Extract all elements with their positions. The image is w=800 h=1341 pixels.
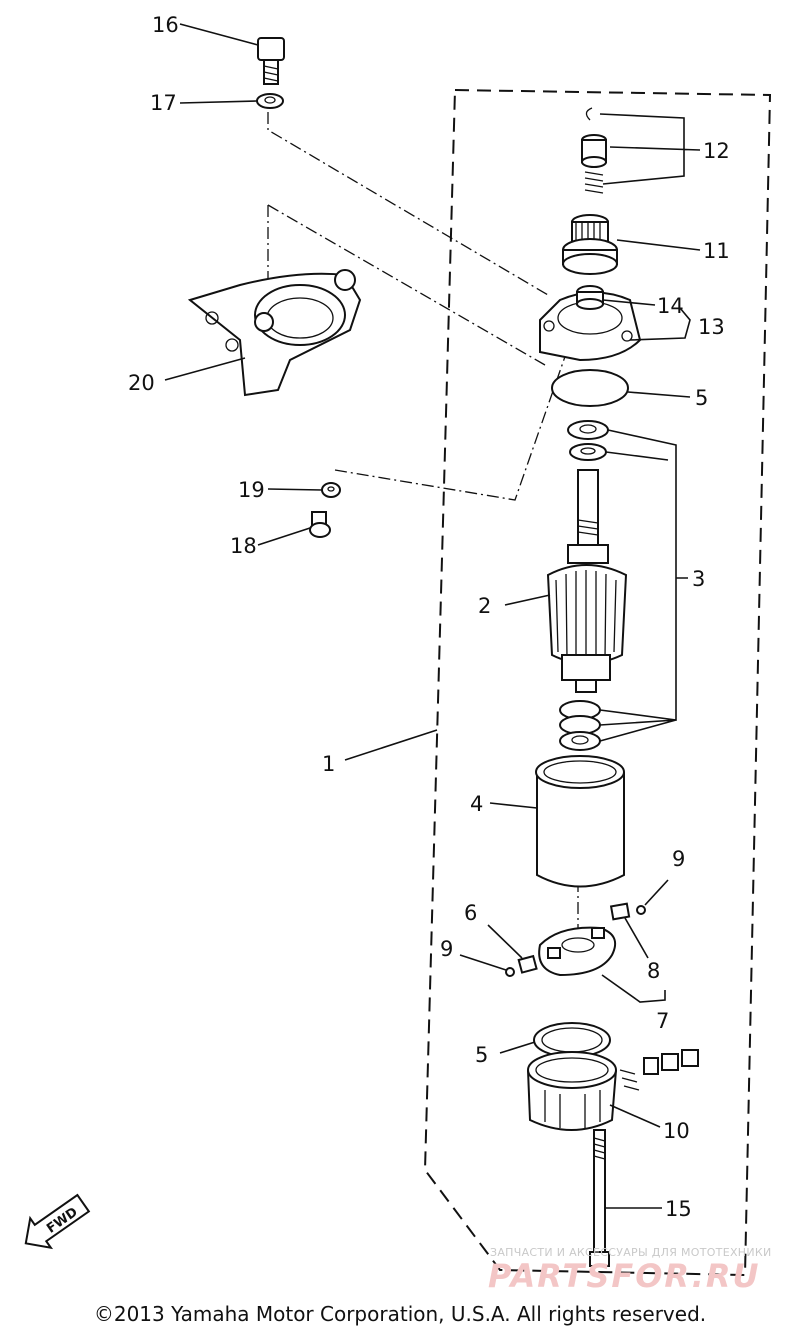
callout-20: 20 [128, 371, 155, 395]
callout-10: 10 [663, 1119, 690, 1143]
o-ring-part-5-top [551, 369, 629, 407]
callout-12: 12 [703, 139, 730, 163]
callout-1: 1 [322, 752, 335, 776]
callout-19: 19 [238, 478, 265, 502]
callout-4: 4 [470, 792, 483, 816]
leader-18 [257, 527, 311, 546]
leader-17 [179, 100, 258, 104]
leader-1 [344, 729, 438, 761]
brush-part-8 [609, 902, 631, 921]
leader-8 [624, 917, 649, 959]
watermark-logo: PARTSFOR.RU [488, 1257, 761, 1295]
leader-5-top [627, 391, 691, 398]
callout-6: 6 [464, 901, 477, 925]
leader-6 [487, 924, 523, 959]
callout-14: 14 [657, 294, 684, 318]
callout-9-right: 9 [672, 847, 685, 871]
screw-part-18 [309, 511, 331, 538]
alignment-line-screw [334, 347, 569, 501]
screw-part-9-left [505, 967, 515, 977]
callout-5-bottom: 5 [475, 1043, 488, 1067]
leader-13 [629, 307, 691, 341]
leader-5-bottom [499, 1041, 536, 1054]
leader-4 [489, 802, 538, 809]
leader-9-left [459, 954, 507, 971]
watermark-subtitle: ЗАПЧАСТИ И АКСЕССУАРЫ ДЛЯ МОТОТЕХНИКИ [490, 1246, 772, 1259]
brush-plate-part-7 [538, 926, 616, 977]
leader-14 [602, 299, 656, 306]
leader-12 [599, 113, 701, 185]
clip-collar-spring-part-12 [581, 107, 607, 194]
rear-cover-part-10 [527, 1049, 699, 1131]
leader-11 [616, 239, 701, 251]
callout-7: 7 [656, 1009, 669, 1033]
leader-9-right [644, 879, 669, 906]
washer-part-19 [321, 482, 341, 498]
leader-16 [179, 23, 259, 46]
through-bolt-part-15 [589, 1129, 610, 1267]
leader-3 [599, 429, 688, 742]
callout-9-left: 9 [440, 937, 453, 961]
bracket-part-20 [187, 269, 362, 397]
callout-15: 15 [665, 1197, 692, 1221]
leader-7 [601, 974, 666, 1003]
bolt-part-16 [257, 37, 285, 85]
callout-8: 8 [647, 959, 660, 983]
copyright-notice: ©2013 Yamaha Motor Corporation, U.S.A. A… [93, 1302, 707, 1326]
alignment-line-bracket-2 [267, 204, 546, 366]
assembly-boundary [423, 89, 772, 1277]
callout-13: 13 [698, 315, 725, 339]
alignment-line-bolt [267, 112, 549, 296]
leader-19 [267, 488, 323, 491]
callout-5-top: 5 [695, 386, 708, 410]
callout-16: 16 [152, 13, 179, 37]
bushing-part-14 [576, 285, 604, 310]
pinion-gear-part-11 [562, 214, 618, 275]
brush-part-6 [517, 954, 538, 974]
leader-2 [504, 594, 551, 606]
callout-17: 17 [150, 91, 177, 115]
screw-part-9-right [636, 905, 646, 915]
armature-part-2 [546, 469, 628, 693]
washer-set-part-3-upper [567, 420, 609, 461]
callout-18: 18 [230, 534, 257, 558]
leader-20 [164, 357, 246, 381]
starter-motor-exploded-diagram: 16 17 12 11 14 13 20 5 19 18 3 2 1 4 9 6… [24, 13, 772, 1277]
callout-3: 3 [692, 567, 705, 591]
callout-11: 11 [703, 239, 730, 263]
fwd-arrow-icon: FWD [24, 1193, 91, 1250]
callout-2: 2 [478, 594, 491, 618]
yoke-part-4 [535, 755, 625, 888]
leader-10 [609, 1104, 661, 1128]
washer-set-part-3-lower [559, 700, 601, 751]
washer-part-17 [256, 93, 284, 109]
